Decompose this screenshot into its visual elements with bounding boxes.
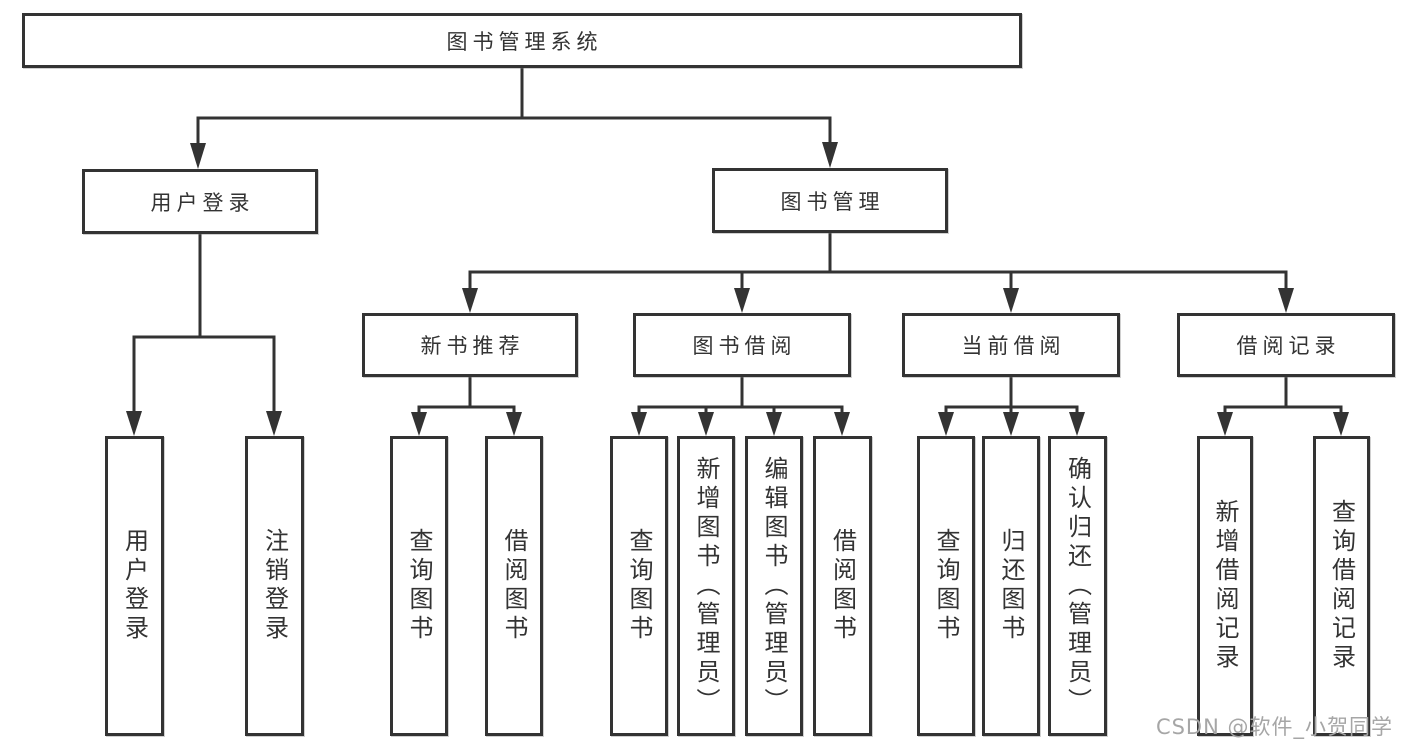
node-borrow-records: 借阅记录: [1177, 313, 1395, 377]
csdn-watermark: CSDN @软件_小贺同学: [1155, 715, 1393, 739]
leaf-current-return-books: 归还图书: [982, 436, 1040, 736]
leaf-records-add-borrow-record: 新增借阅记录: [1197, 436, 1253, 736]
connector-root-to-level2: [196, 68, 832, 144]
leaf-recommend-query-books: 查询图书: [390, 436, 448, 736]
arrow-down-icon: [766, 412, 782, 436]
arrow-down-icon: [506, 412, 522, 436]
node-new-book-recommend: 新书推荐: [362, 313, 578, 377]
arrow-down-icon: [462, 288, 478, 313]
node-book-borrowing: 图书借阅: [633, 313, 851, 377]
arrow-down-icon: [411, 412, 427, 436]
arrow-down-icon: [834, 412, 850, 436]
arrow-down-icon: [1278, 288, 1294, 313]
leaf-borrowing-borrow-books: 借阅图书: [813, 436, 872, 736]
node-current-borrowing: 当前借阅: [902, 313, 1120, 377]
arrow-down-icon: [1217, 412, 1233, 436]
leaf-borrowing-query-books: 查询图书: [610, 436, 668, 736]
leaf-logout: 注销登录: [245, 436, 304, 736]
leaf-current-query-books: 查询图书: [917, 436, 975, 736]
arrow-down-icon: [938, 412, 954, 436]
connector-current-borrowing-to-leaves: [944, 377, 1079, 414]
arrow-down-icon: [822, 142, 838, 168]
arrow-down-icon: [698, 412, 714, 436]
leaf-records-query-borrow-record: 查询借阅记录: [1313, 436, 1370, 736]
connector-user-login-to-leaves: [132, 234, 276, 412]
arrow-down-icon: [126, 411, 142, 436]
connector-borrow-records-to-leaves: [1223, 377, 1343, 414]
arrow-down-icon: [1003, 288, 1019, 313]
arrow-down-icon: [1069, 412, 1085, 436]
arrow-down-icon: [734, 288, 750, 313]
connector-book-management-to-level3: [468, 233, 1288, 290]
node-library-management-system: 图书管理系统: [22, 13, 1022, 68]
connector-new-book-recommend-to-leaves: [417, 377, 516, 414]
node-user-login: 用户登录: [82, 169, 318, 234]
node-book-management: 图书管理: [712, 168, 948, 233]
arrow-down-icon: [1003, 412, 1019, 436]
arrow-down-icon: [631, 412, 647, 436]
leaf-user-login: 用户登录: [105, 436, 164, 736]
leaf-borrowing-add-books-admin: 新增图书（管理员）: [677, 436, 735, 736]
arrow-down-icon: [1333, 412, 1349, 436]
arrow-down-icon: [190, 143, 206, 169]
connector-book-borrowing-to-leaves: [637, 377, 844, 414]
arrow-down-icon: [266, 411, 282, 436]
leaf-current-confirm-return-admin: 确认归还（管理员）: [1048, 436, 1107, 736]
leaf-recommend-borrow-books: 借阅图书: [485, 436, 543, 736]
leaf-borrowing-edit-books-admin: 编辑图书（管理员）: [745, 436, 803, 736]
